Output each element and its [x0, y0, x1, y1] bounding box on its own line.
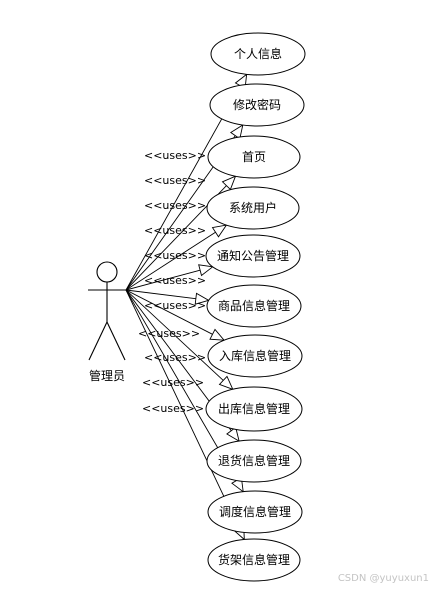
use-case-ellipse: [206, 186, 300, 230]
uses-label: <<uses>>: [144, 274, 206, 287]
use-case-ellipse: [209, 83, 305, 127]
use-case-label: 修改密码: [233, 97, 281, 112]
association-line: [125, 289, 196, 300]
association-line: [125, 289, 240, 528]
arrow-head: [209, 328, 226, 341]
use-case-ellipse: [207, 135, 301, 179]
use-case-ellipse: [206, 284, 302, 328]
arrow-head: [226, 426, 240, 443]
uses-label: <<uses>>: [144, 174, 206, 187]
arrow-head: [194, 292, 210, 305]
actor-name: 管理员: [89, 368, 125, 383]
uses-label: <<uses>>: [142, 376, 204, 389]
actor-left-leg: [88, 321, 108, 361]
use-case-ellipse: [205, 234, 301, 278]
actor-head: [96, 261, 118, 283]
association-line: [125, 289, 213, 335]
arrow-head: [218, 375, 234, 391]
use-case-label: 首页: [242, 150, 266, 164]
use-case-label: 个人信息: [234, 46, 282, 61]
use-case-ellipse: [207, 538, 301, 582]
arrow-head: [221, 175, 237, 191]
association-line: [125, 269, 201, 291]
use-case-ellipse: [207, 334, 303, 378]
association-line: [125, 289, 224, 381]
use-case-label: 调度信息管理: [219, 504, 291, 519]
uses-label: <<uses>>: [144, 299, 206, 312]
use-case-label: 退货信息管理: [218, 453, 290, 468]
use-cases: 个人信息修改密码首页系统用户通知公告管理商品信息管理入库信息管理出库信息管理退货…: [205, 32, 306, 582]
uses-label: <<uses>>: [144, 149, 206, 162]
uses-label: <<uses>>: [144, 224, 206, 237]
uses-label: <<uses>>: [138, 327, 200, 340]
uses-label: <<uses>>: [144, 249, 206, 262]
use-case-label: 商品信息管理: [218, 298, 290, 313]
actor-right-leg: [106, 321, 126, 361]
use-case-ellipse: [207, 490, 303, 534]
association-line: [125, 85, 241, 291]
actor-admin: 管理员: [88, 261, 126, 383]
use-case-ellipse: [210, 32, 306, 76]
use-case-label: 系统用户: [229, 200, 277, 215]
uses-labels: <<uses>> <<uses>> <<uses>> <<uses>> <<uses>>…: [138, 149, 206, 415]
arrow-head: [229, 124, 244, 140]
association-line: [125, 231, 216, 291]
uses-label: <<uses>>: [144, 351, 206, 364]
use-case-label: 入库信息管理: [219, 348, 291, 363]
use-case-ellipse: [206, 439, 302, 483]
use-case-ellipse: [205, 386, 303, 432]
arrow-head: [198, 264, 214, 277]
uses-label: <<uses>>: [144, 199, 206, 212]
uses-label: <<uses>>: [142, 402, 204, 415]
watermark: CSDN @yuyuxun1: [337, 573, 429, 584]
arrow-head: [211, 224, 228, 238]
use-case-label: 货架信息管理: [218, 552, 290, 567]
use-case-label: 出库信息管理: [218, 401, 290, 416]
use-case-label: 通知公告管理: [217, 248, 289, 263]
